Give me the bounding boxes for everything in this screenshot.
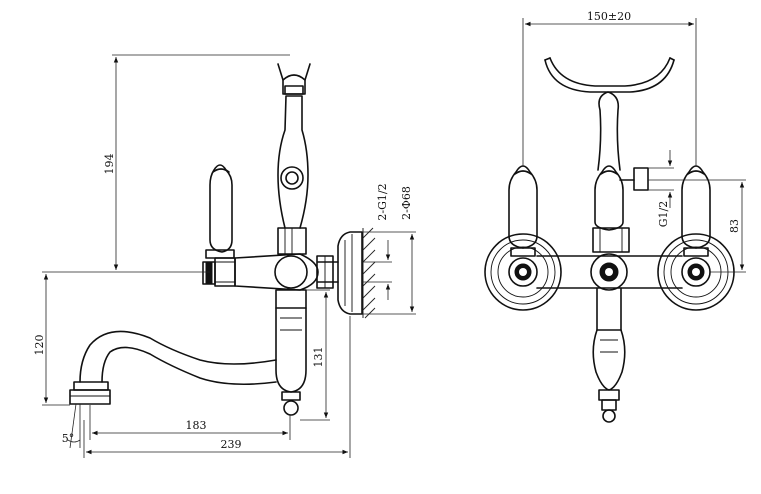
label-body-height: 131: [312, 347, 325, 368]
label-outlet-height: 83: [728, 219, 741, 233]
front-flange-right: [657, 233, 735, 311]
label-center-distance: 150±20: [587, 10, 631, 23]
dim-131: 131: [300, 289, 330, 421]
valve-body: [234, 227, 319, 291]
dim-239: 239: [83, 316, 351, 458]
front-view: 150±20 G1/2 83: [484, 10, 746, 423]
label-flange-diameter: 2-Φ68: [400, 186, 413, 220]
dim-flange: 2-Φ68: [362, 186, 416, 315]
lower-body: [275, 289, 307, 416]
dim-120: 120: [33, 271, 112, 406]
front-lower-body: [592, 287, 626, 423]
front-center-hub: [590, 227, 630, 291]
valve-handle: [202, 164, 236, 287]
dim-194: 194: [103, 54, 290, 273]
dim-outlet-height: 83: [648, 179, 746, 273]
front-handle-center: [594, 165, 624, 231]
label-outlet-thread: G1/2: [657, 201, 670, 228]
spout: [69, 330, 277, 405]
front-bar: [536, 255, 683, 289]
wall-hatch: [362, 227, 376, 319]
label-wall-thread: 2-G1/2: [376, 183, 389, 220]
wall-flange: [337, 231, 363, 315]
wall-arm: [317, 261, 339, 283]
label-overall-reach: 239: [221, 438, 242, 451]
front-flange-left: [484, 233, 562, 311]
dim-183: 183: [89, 405, 291, 440]
label-spout-height: 120: [33, 335, 46, 356]
dim-center-distance: 150±20: [522, 10, 697, 166]
side-view: 194 120 131 2-G1/2 2-: [33, 54, 416, 458]
front-handle-right: [681, 165, 711, 257]
label-height-total: 194: [103, 154, 116, 175]
label-spout-reach: 183: [186, 419, 207, 432]
dim-outlet-thread: G1/2: [648, 150, 674, 227]
dim-wall-thread: 2-G1/2: [362, 183, 392, 300]
shower-holder: [277, 63, 311, 229]
front-shower-holder: [544, 57, 675, 191]
label-spout-angle: 5°: [62, 432, 75, 445]
front-handle-left: [508, 165, 538, 257]
dim-angle: 5°: [62, 403, 81, 449]
